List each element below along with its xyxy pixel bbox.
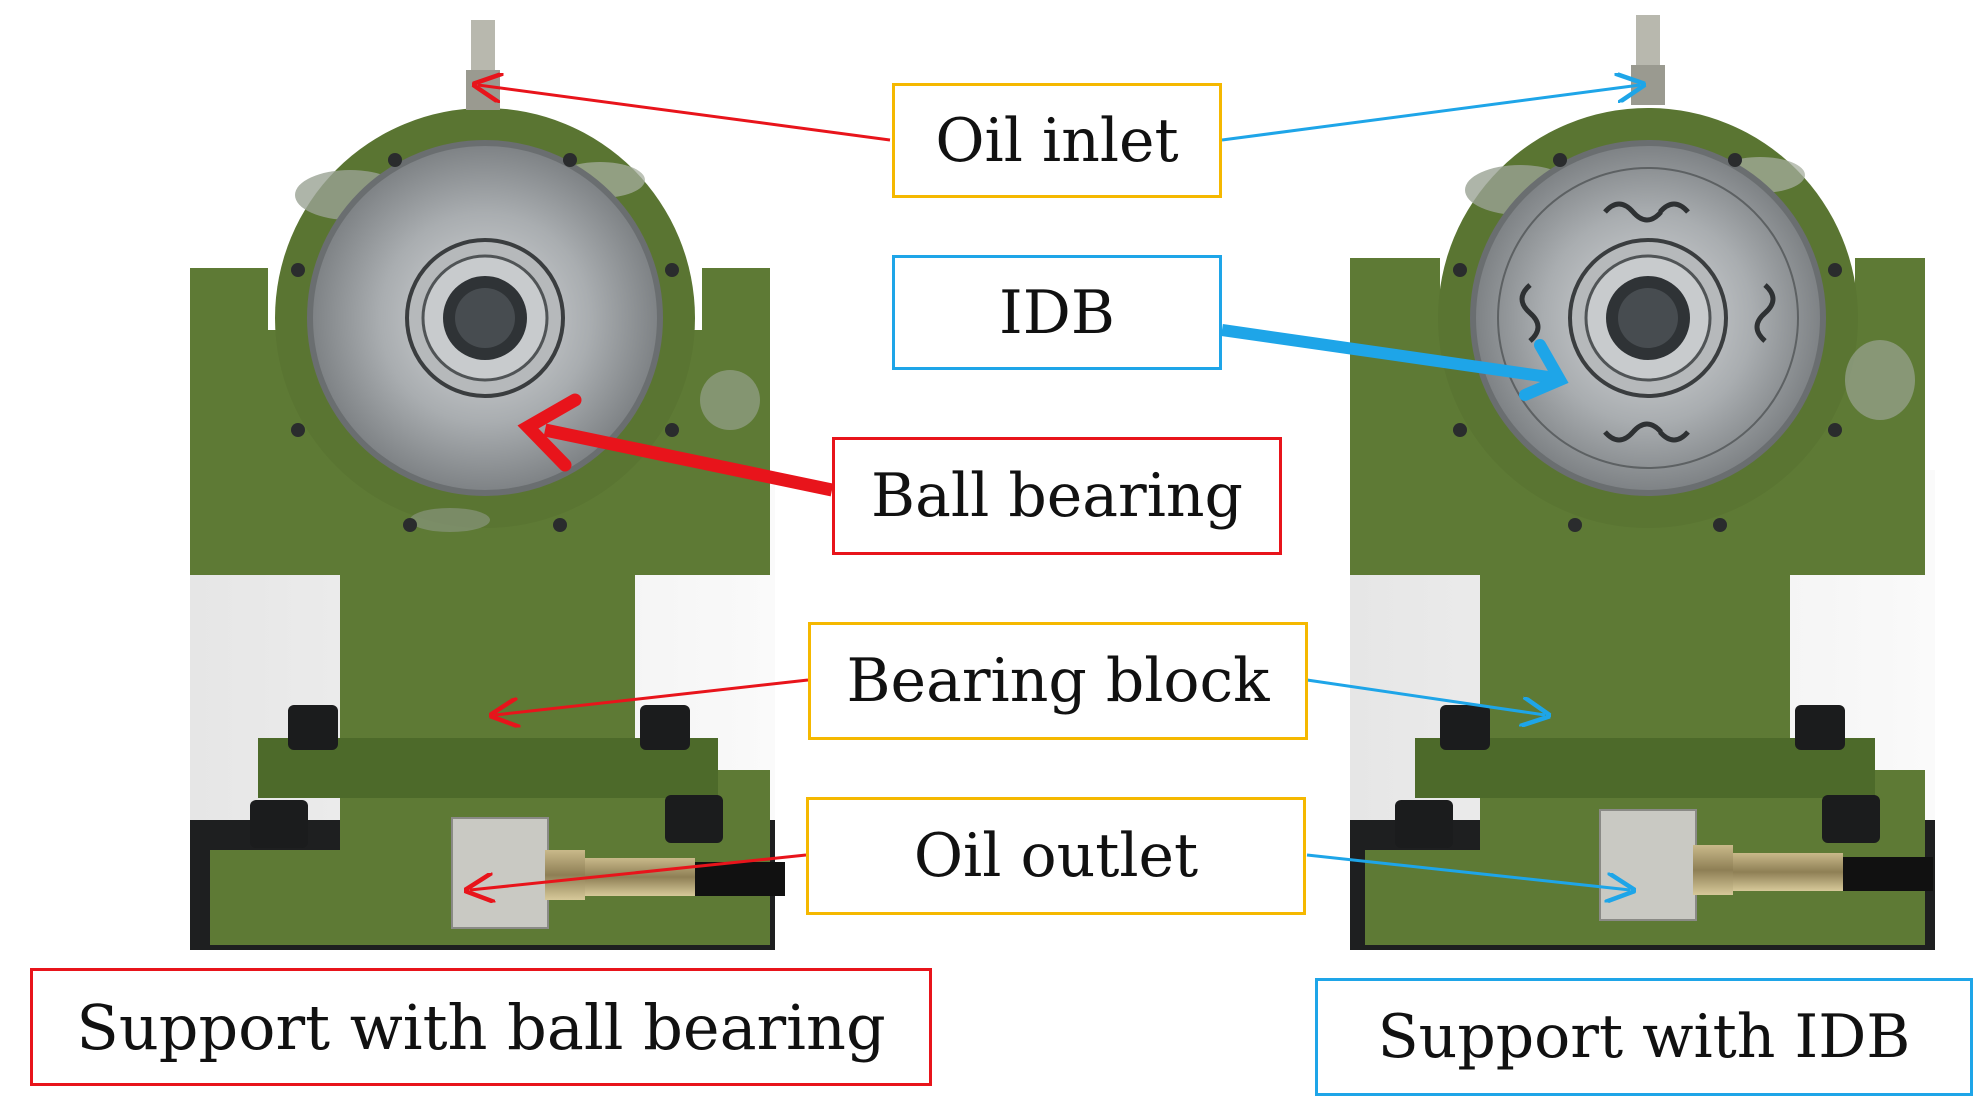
- support-with-idb-caption: Support with IDB: [1315, 978, 1973, 1096]
- idb-arrowhead: [1519, 339, 1569, 401]
- oil-inlet-arrow-right: [1221, 85, 1640, 142]
- bearing-block-arrow-right: [1306, 678, 1545, 715]
- oil-outlet-arrow-right: [1306, 853, 1630, 890]
- idb-arrow: [1221, 324, 1556, 384]
- support-with-ball-bearing-caption: Support with ball bearing: [30, 968, 932, 1086]
- idb-label: IDB: [892, 255, 1222, 370]
- bearing-block-label: Bearing block: [808, 622, 1308, 740]
- oil-outlet-arrow-left: [470, 853, 807, 890]
- bearing-block-arrow-left: [495, 678, 809, 715]
- oil-inlet-label: Oil inlet: [892, 83, 1222, 198]
- support-with-idb-photo: [1350, 15, 1935, 950]
- oil-inlet-arrow-left: [478, 85, 891, 142]
- arrows: [470, 85, 1640, 890]
- ball-bearing-label: Ball bearing: [832, 437, 1282, 555]
- oil-outlet-label: Oil outlet: [806, 797, 1306, 915]
- support-with-ball-bearing-photo: [190, 20, 785, 950]
- ball-bearing-arrow: [543, 423, 834, 497]
- ball-bearing-arrowhead: [517, 393, 582, 472]
